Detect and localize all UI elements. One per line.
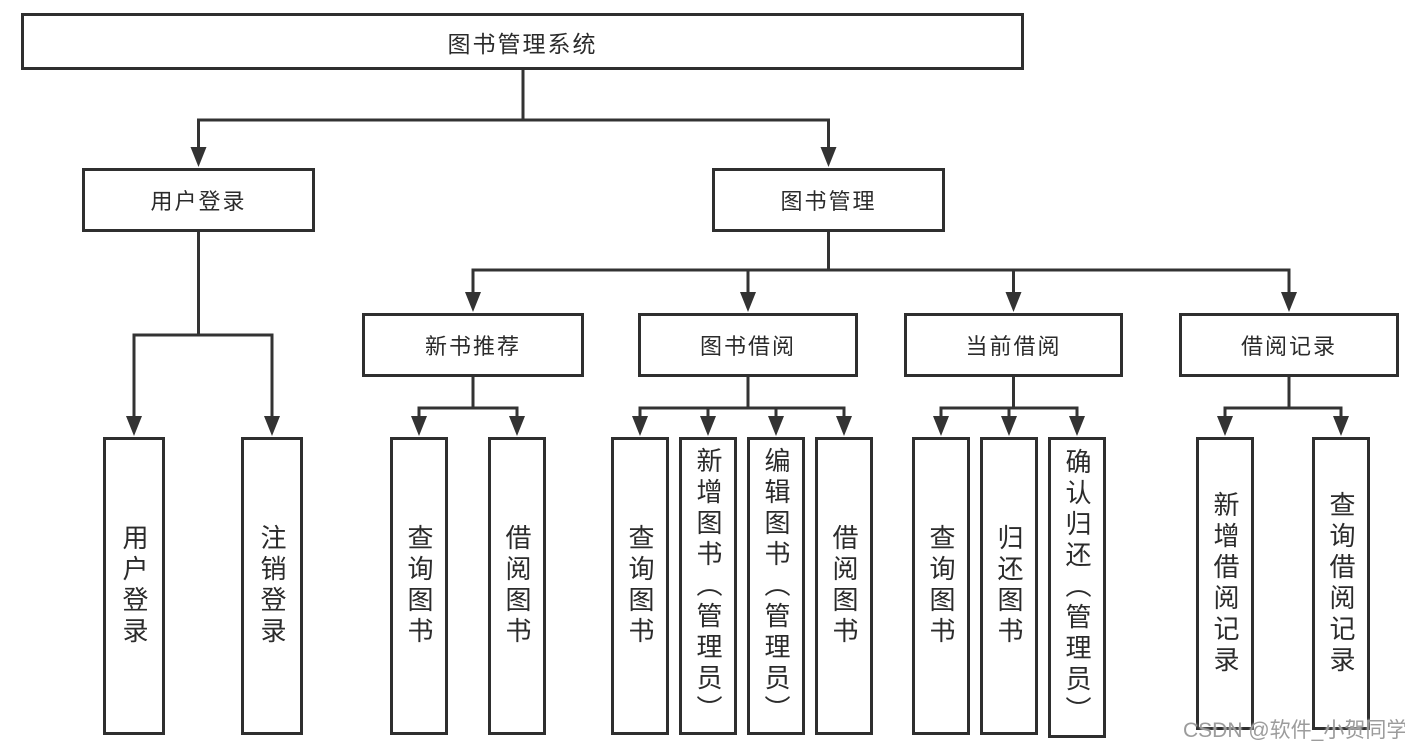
node-label: 借阅图书 bbox=[829, 524, 859, 648]
node-book-management: 图书管理 bbox=[712, 168, 945, 232]
leaf-add-borrow-record: 新增借阅记录 bbox=[1196, 437, 1254, 730]
node-book-borrow: 图书借阅 bbox=[638, 313, 858, 377]
node-label: 查询借阅记录 bbox=[1326, 490, 1356, 677]
node-label: 用户登录 bbox=[119, 524, 149, 648]
node-label: 查询图书 bbox=[404, 524, 434, 648]
leaf-query-book-1: 查询图书 bbox=[390, 437, 448, 735]
node-label: 查询图书 bbox=[625, 524, 655, 648]
node-label: 查询图书 bbox=[926, 524, 956, 648]
node-current-borrow: 当前借阅 bbox=[904, 313, 1123, 377]
leaf-edit-book-admin: 编辑图书（管理员） bbox=[747, 437, 805, 735]
leaf-query-book-3: 查询图书 bbox=[912, 437, 970, 735]
leaf-user-login: 用户登录 bbox=[103, 437, 165, 735]
node-label: 用户登录 bbox=[150, 189, 247, 214]
leaf-logout: 注销登录 bbox=[241, 437, 303, 735]
node-label: 编辑图书（管理员） bbox=[761, 446, 791, 726]
leaf-query-book-2: 查询图书 bbox=[611, 437, 669, 735]
node-label: 借阅记录 bbox=[1240, 334, 1337, 359]
node-label: 新书推荐 bbox=[424, 334, 521, 359]
leaf-confirm-return-admin: 确认归还（管理员） bbox=[1048, 437, 1106, 738]
node-borrow-record: 借阅记录 bbox=[1179, 313, 1399, 377]
node-label: 借阅图书 bbox=[502, 524, 532, 648]
node-label: 新增图书（管理员） bbox=[693, 446, 723, 726]
leaf-borrow-book-1: 借阅图书 bbox=[488, 437, 546, 735]
node-label: 确认归还（管理员） bbox=[1062, 448, 1092, 727]
csdn-watermark: CSDN @软件_小贺同学 bbox=[1183, 719, 1405, 742]
leaf-query-borrow-record: 查询借阅记录 bbox=[1312, 437, 1370, 730]
leaf-return-book: 归还图书 bbox=[980, 437, 1038, 735]
node-new-book-recommend: 新书推荐 bbox=[362, 313, 584, 377]
node-label: 归还图书 bbox=[994, 524, 1024, 648]
node-library-system: 图书管理系统 bbox=[21, 13, 1024, 70]
leaf-borrow-book-2: 借阅图书 bbox=[815, 437, 873, 735]
node-label: 当前借阅 bbox=[965, 334, 1062, 359]
node-user-login: 用户登录 bbox=[82, 168, 315, 232]
node-label: 图书借阅 bbox=[699, 334, 796, 359]
leaf-add-book-admin: 新增图书（管理员） bbox=[679, 437, 737, 735]
node-label: 注销登录 bbox=[257, 524, 287, 648]
node-label: 图书管理 bbox=[780, 189, 877, 214]
node-label: 新增借阅记录 bbox=[1210, 490, 1240, 677]
node-label: 图书管理系统 bbox=[447, 30, 598, 57]
